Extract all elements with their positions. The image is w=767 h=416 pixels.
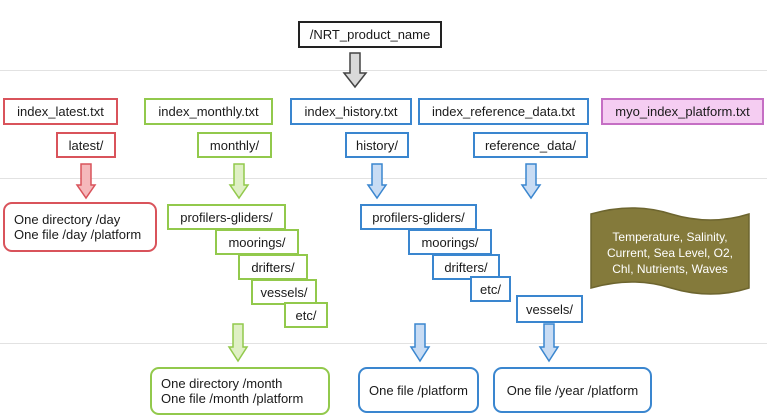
down-arrow-icon [75,163,97,200]
down-arrow-icon [409,323,431,363]
reference-data-dir-node: reference_data/ [473,132,588,158]
monthly-note: One directory /month One file /month /pl… [150,367,330,415]
latest-note-line1: One directory /day [14,212,121,227]
separator-line [0,178,767,179]
down-arrow-icon [227,323,249,363]
separator-line [0,70,767,71]
index-reference-data-node: index_reference_data.txt [418,98,589,125]
history-note: One file /platform [358,367,479,413]
history-subdir-node: etc/ [470,276,511,302]
down-arrow-icon [342,52,368,89]
monthly-subdir-node: profilers-gliders/ [167,204,286,230]
down-arrow-icon [366,163,388,200]
down-arrow-icon [520,163,542,200]
monthly-subdir-node: moorings/ [215,229,299,255]
index-latest-node: index_latest.txt [3,98,118,125]
parameters-line: Current, Sea Level, O2, [606,246,734,260]
latest-dir-node: latest/ [56,132,116,158]
down-arrow-icon [228,163,250,200]
down-arrow-icon [538,323,560,363]
monthly-subdir-node: drifters/ [238,254,308,280]
separator-line [0,343,767,344]
monthly-dir-node: monthly/ [197,132,272,158]
history-subdir-node: profilers-gliders/ [360,204,477,230]
parameters-line: Temperature, Salinity, [612,230,728,244]
root-node: /NRT_product_name [298,21,442,48]
history-dir-node: history/ [345,132,409,158]
monthly-note-line2: One file /month /platform [161,391,304,406]
parameters-line: Chl, Nutrients, Waves [612,262,728,276]
index-monthly-node: index_monthly.txt [144,98,273,125]
history-subdir-node: drifters/ [432,254,500,280]
myo-index-platform-node: myo_index_platform.txt [601,98,764,125]
reference-subdir-node: vessels/ [516,295,583,323]
latest-note-line2: One file /day /platform [14,227,142,242]
reference-note: One file /year /platform [493,367,652,413]
index-history-node: index_history.txt [290,98,412,125]
parameters-banner-text: Temperature, Salinity, Current, Sea Leve… [598,229,742,277]
history-subdir-node: moorings/ [408,229,492,255]
parameters-banner-shape [590,207,750,295]
monthly-subdir-node: vessels/ [251,279,317,305]
monthly-note-line1: One directory /month [161,376,283,391]
monthly-subdir-node: etc/ [284,302,328,328]
latest-note: One directory /day One file /day /platfo… [3,202,157,252]
